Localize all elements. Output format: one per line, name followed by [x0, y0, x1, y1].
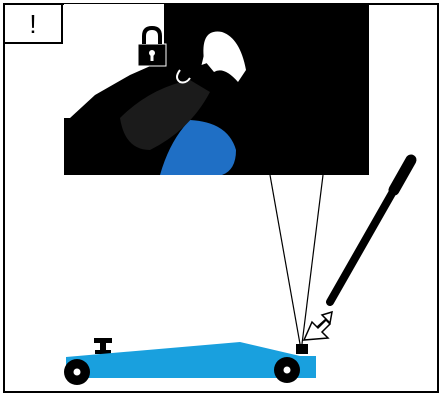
front-wheel: [64, 359, 90, 385]
rear-wheel: [274, 357, 300, 383]
jack-pump: [296, 344, 308, 354]
callout-lines: [270, 175, 323, 344]
detail-inset: [64, 4, 369, 175]
jack-saddle: [94, 338, 112, 343]
jack-handle: [330, 160, 411, 302]
floor-jack: [64, 338, 316, 385]
pointer-arrow-icon: [304, 312, 332, 340]
